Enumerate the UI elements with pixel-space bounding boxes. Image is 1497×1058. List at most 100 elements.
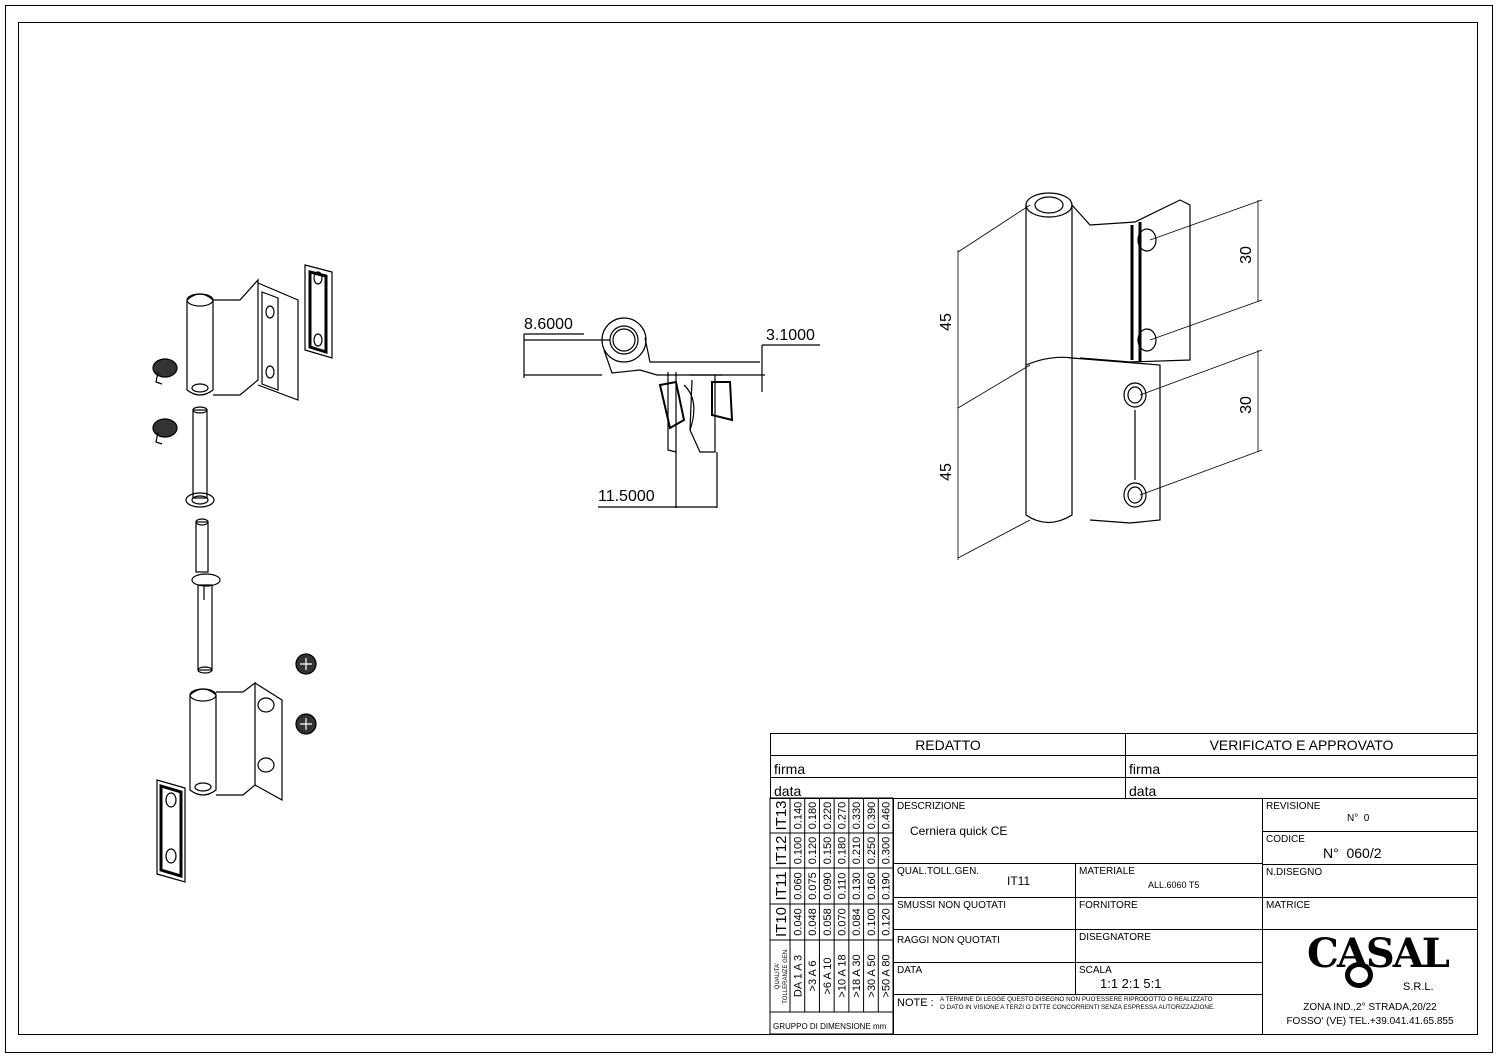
- note-cell: NOTE : A TERMINE DI LEGGE QUESTO DISEGNO…: [893, 994, 1263, 1035]
- tol-value: 0.180: [837, 837, 849, 865]
- tol-value: 0.330: [851, 802, 863, 830]
- matrice-cell: MATRICE: [1262, 897, 1478, 930]
- tol-range: >50 A 80: [881, 954, 893, 997]
- firma-right-label: firma: [1129, 761, 1161, 777]
- tol-value: 0.390: [866, 802, 878, 830]
- dim-8-6: 8.6000: [524, 316, 573, 333]
- tol-value: 0.120: [881, 908, 893, 936]
- tol-grade-it11: IT11: [773, 872, 790, 901]
- tol-value: 0.090: [822, 872, 834, 900]
- inner-border: [18, 22, 1478, 1035]
- tol-range: >30 A 50: [866, 954, 878, 997]
- tol-range: >18 A 30: [851, 954, 863, 997]
- tol-header-tolleranze: TOLLERANZE GEN.: [783, 948, 789, 1004]
- firma-right: firma: [1125, 755, 1478, 778]
- materiale-cell: MATERIALE ALL.6060 T5: [1075, 863, 1263, 898]
- tol-value: 0.160: [866, 872, 878, 900]
- redatto-header: REDATTO: [770, 733, 1126, 756]
- fornitore-label: FORNITORE: [1079, 900, 1138, 911]
- upper-hinge-leaf: [186, 264, 333, 401]
- tol-value: 0.140: [792, 802, 804, 830]
- qual-toll-value: IT11: [1007, 874, 1031, 888]
- data-cell: DATA: [893, 962, 1076, 995]
- tol-value: 0.100: [792, 837, 804, 865]
- disegnatore-label: DISEGNATORE: [1079, 932, 1151, 943]
- dim-45-lower: 45: [937, 463, 955, 481]
- revisione-label: REVISIONE: [1266, 801, 1321, 812]
- note-text-2: O DATO IN VISIONE A TERZI O DITTE CONCOR…: [940, 1004, 1215, 1011]
- data-right-label: data: [1129, 783, 1157, 799]
- tol-value: 0.210: [851, 837, 863, 865]
- tol-value: 0.180: [807, 802, 819, 830]
- tol-value: 0.120: [807, 837, 819, 865]
- tol-value: 0.070: [837, 908, 849, 936]
- tol-range: >6 A 10: [822, 957, 834, 994]
- ndisegno-cell: N.DISEGNO: [1262, 864, 1478, 898]
- tol-value: 0.270: [837, 802, 849, 830]
- verificato-header: VERIFICATO E APPROVATO: [1125, 733, 1478, 756]
- tol-value: 0.058: [822, 908, 834, 936]
- smussi-cell: SMUSSI NON QUOTATI: [893, 897, 1076, 930]
- tol-footer: GRUPPO DI DIMENSIONE mm: [773, 1022, 887, 1031]
- dim-30-lower: 30: [1237, 396, 1255, 414]
- tol-grade-it10: IT10: [773, 907, 790, 937]
- isometric-view: [957, 192, 1263, 560]
- tol-value: 0.060: [792, 872, 804, 900]
- exploded-view: [152, 264, 333, 883]
- tol-value: 0.130: [851, 872, 863, 900]
- section-view: [523, 317, 820, 508]
- address-line-2: FOSSO' (VE) TEL.+39.041.41.65.855: [1286, 1016, 1454, 1027]
- data-left-label: data: [774, 783, 802, 799]
- tol-grade-it12: IT12: [773, 835, 790, 865]
- tol-header-qualita: QUALITA': [775, 963, 781, 989]
- dim-45-upper: 45: [937, 313, 955, 331]
- data-label: DATA: [897, 965, 923, 976]
- tol-range: DA 1 A 3: [792, 955, 804, 997]
- tol-range: >10 A 18: [837, 954, 849, 997]
- firma-left-label: firma: [774, 761, 806, 777]
- materiale-value: ALL.6060 T5: [1148, 880, 1200, 890]
- address-line-1: ZONA IND.,2° STRADA,20/22: [1303, 1002, 1437, 1013]
- screws-lower: [295, 653, 317, 735]
- casal-logo: CASAL: [1307, 934, 1450, 988]
- scala-label: SCALA: [1079, 965, 1112, 976]
- note-text-1: A TERMINE DI LEGGE QUESTO DISEGNO NON PU…: [940, 996, 1213, 1003]
- outer-border: [5, 5, 1493, 1053]
- lower-hinge-leaf: [156, 681, 283, 883]
- tol-value: 0.300: [881, 837, 893, 865]
- codice-value: N° 060/2: [1323, 845, 1382, 861]
- materiale-label: MATERIALE: [1079, 866, 1135, 877]
- revisione-value: N° 0: [1347, 813, 1370, 824]
- tol-value: 0.150: [822, 837, 834, 865]
- logo-drop-icon: [1345, 962, 1373, 988]
- qual-toll-cell: QUAL.TOLL.GEN. IT11: [893, 863, 1076, 898]
- company-suffix: S.R.L.: [1403, 981, 1434, 993]
- smussi-label: SMUSSI NON QUOTATI: [897, 900, 1007, 911]
- dim-11-5: 11.5000: [598, 488, 655, 505]
- tol-value: 0.048: [807, 908, 819, 936]
- company-cell: CASAL S.R.L. ZONA IND.,2° STRADA,20/22 F…: [1262, 929, 1478, 1035]
- hinge-pin-sleeve: [185, 406, 221, 674]
- qual-toll-label: QUAL.TOLL.GEN.: [897, 866, 980, 877]
- tol-range: >3 A 6: [807, 961, 819, 992]
- tol-value: 0.220: [822, 802, 834, 830]
- tol-value: 0.040: [792, 908, 804, 936]
- descrizione-value: Cerniera quick CE: [910, 824, 1008, 838]
- ndisegno-label: N.DISEGNO: [1266, 867, 1323, 878]
- screws-upper: [152, 358, 178, 445]
- tol-value: 0.075: [807, 872, 819, 900]
- firma-left: firma: [770, 755, 1126, 778]
- tol-value: 0.100: [866, 908, 878, 936]
- codice-label: CODICE: [1266, 834, 1305, 845]
- disegnatore-cell: DISEGNATORE: [1075, 929, 1263, 963]
- codice-cell: CODICE N° 060/2: [1262, 831, 1478, 865]
- descrizione-cell: DESCRIZIONE Cerniera quick CE: [893, 798, 1263, 864]
- logo-text: CASAL: [1307, 930, 1450, 977]
- raggi-label: RAGGI NON QUOTATI: [897, 935, 1000, 946]
- scala-value: 1:1 2:1 5:1: [1100, 976, 1162, 991]
- tol-grade-it13: IT13: [773, 800, 790, 830]
- data-right: data: [1125, 777, 1478, 799]
- matrice-label: MATRICE: [1266, 900, 1311, 911]
